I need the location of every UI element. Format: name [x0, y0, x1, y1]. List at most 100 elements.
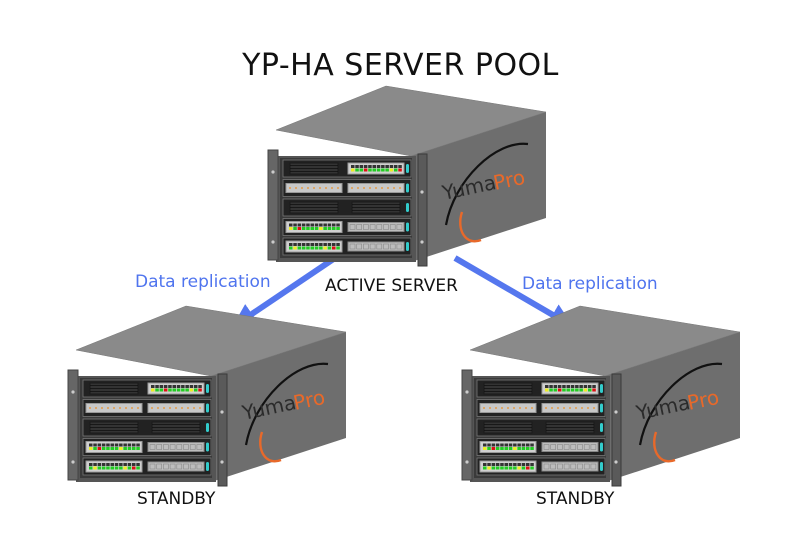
status-led [136, 447, 140, 450]
chassis-side [411, 112, 546, 262]
status-led [483, 447, 487, 450]
power-indicator-icon [406, 222, 409, 232]
status-led [159, 388, 164, 392]
power-indicator-icon [600, 403, 603, 413]
logo-swoosh-top [638, 362, 723, 446]
status-led [127, 466, 132, 470]
edge-label-left: Data replication [135, 272, 271, 292]
status-led [123, 466, 127, 470]
screw-icon [614, 410, 618, 414]
status-led [336, 246, 340, 250]
rack-ear-right [217, 373, 228, 487]
status-led [483, 466, 487, 470]
power-indicator-icon [206, 423, 209, 432]
status-led [119, 466, 123, 470]
drive-bay [282, 159, 412, 178]
status-led [114, 466, 119, 470]
power-indicator-icon [406, 242, 409, 251]
status-led [332, 227, 336, 230]
status-led [106, 447, 110, 450]
diagram-title: YP-HA SERVER POOL [242, 48, 559, 83]
port-panel [347, 222, 405, 232]
replication-arrow-left [232, 255, 337, 328]
status-led [487, 466, 491, 470]
status-led [521, 447, 526, 450]
node-label-active: ACTIVE SERVER [325, 276, 458, 296]
rack-ear-right [417, 153, 428, 267]
status-led [549, 388, 553, 392]
status-led [101, 447, 106, 450]
chassis-top [276, 86, 546, 156]
status-led [301, 246, 306, 250]
power-indicator-icon [406, 203, 409, 212]
port-panel [347, 241, 405, 252]
status-led [297, 246, 302, 250]
port-panel [541, 442, 599, 452]
status-led [327, 227, 332, 230]
chassis-top [470, 306, 740, 376]
status-led [491, 447, 496, 450]
status-led [351, 168, 355, 172]
status-led [363, 168, 368, 172]
status-led [119, 447, 123, 450]
power-indicator-icon [600, 462, 603, 471]
logo-swoosh-bottom [653, 431, 676, 463]
power-indicator-icon [206, 403, 209, 413]
drive-bay [476, 457, 606, 476]
power-indicator-icon [206, 384, 209, 393]
status-led [110, 466, 114, 470]
drive-bay [282, 237, 412, 256]
status-led [327, 246, 332, 250]
screw-icon [71, 460, 75, 464]
status-led [504, 447, 508, 450]
status-led [513, 447, 517, 450]
drive-bay [282, 198, 412, 217]
status-led [314, 227, 319, 230]
status-led [185, 388, 189, 392]
screw-icon [71, 390, 75, 394]
screw-icon [420, 240, 424, 244]
status-led [517, 466, 521, 470]
status-led [127, 447, 132, 450]
power-indicator-icon [600, 442, 603, 452]
status-led [336, 227, 340, 230]
status-led [151, 388, 155, 392]
power-indicator-icon [406, 183, 409, 193]
power-indicator-icon [206, 442, 209, 452]
status-led [359, 168, 364, 172]
drive-bay [476, 399, 606, 417]
drive-bay [82, 399, 212, 417]
status-led [323, 227, 327, 230]
status-led [194, 388, 198, 392]
port-panel [541, 461, 599, 472]
status-led [562, 388, 566, 392]
status-led [530, 466, 534, 470]
screw-icon [465, 460, 469, 464]
status-led [314, 246, 319, 250]
status-led [545, 388, 549, 392]
status-led [385, 168, 389, 172]
status-led [310, 246, 314, 250]
status-led [526, 447, 530, 450]
status-led [513, 466, 517, 470]
status-led [575, 388, 579, 392]
status-led [553, 388, 558, 392]
status-led [491, 466, 496, 470]
rack-ear-left [461, 369, 473, 481]
screw-icon [420, 190, 424, 194]
status-led [389, 168, 394, 172]
status-led [289, 227, 293, 230]
status-led [355, 168, 359, 172]
status-led [588, 388, 592, 392]
status-led [89, 447, 93, 450]
edge-label-right: Data replication [522, 274, 658, 294]
status-led [155, 388, 159, 392]
rack-ear-right [611, 373, 622, 487]
status-led [500, 466, 504, 470]
screw-icon [220, 460, 224, 464]
status-led [398, 168, 402, 172]
status-led [530, 447, 534, 450]
